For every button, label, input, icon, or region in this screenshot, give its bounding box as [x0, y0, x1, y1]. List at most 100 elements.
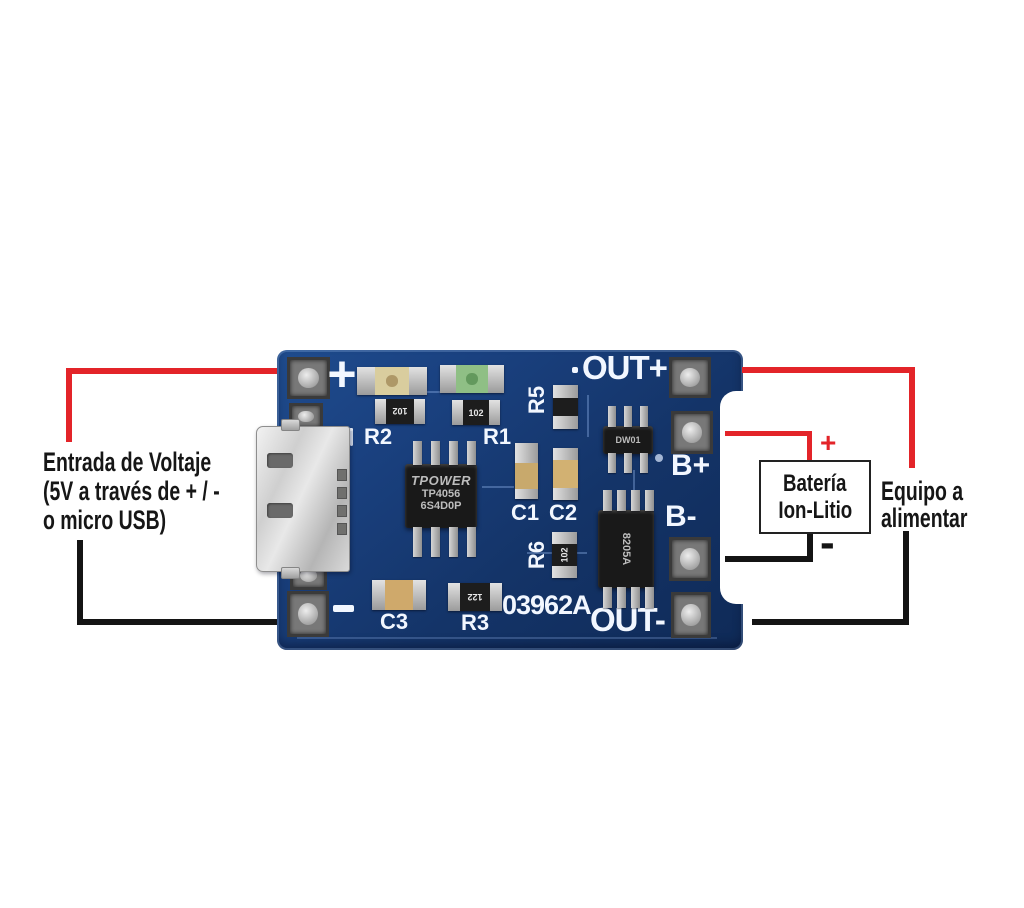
led-die — [466, 373, 478, 385]
resistor-body — [553, 398, 578, 416]
resistor-end — [452, 400, 463, 425]
usb-mount-tab — [281, 567, 300, 579]
silk-minus — [333, 605, 354, 612]
led-terminal — [488, 365, 504, 393]
capacitor-end — [515, 443, 538, 463]
input-label-line2: (5V a través de + / - — [43, 476, 220, 506]
resistor-body: 122 — [460, 583, 490, 611]
silk-c3: C3 — [380, 609, 409, 634]
silk-r2: R2 — [364, 424, 393, 449]
resistor-code: 122 — [467, 592, 483, 602]
resistor-body: 102 — [386, 399, 414, 424]
pad-hole — [681, 603, 701, 627]
usb-mount-tab — [281, 419, 300, 431]
pad-out-positive — [669, 357, 711, 398]
capacitor-end — [372, 580, 385, 610]
battery-negative-wire-v — [807, 532, 813, 561]
resistor-code: 102 — [392, 406, 408, 417]
resistor-r2: 102 — [375, 399, 425, 424]
pad-battery-positive — [671, 411, 713, 454]
full-led — [440, 365, 504, 393]
silk-r5-wrap: R5 — [517, 380, 557, 420]
load-label-line2: alimentar — [881, 503, 968, 533]
ic-pin — [608, 406, 616, 427]
ic-pin — [608, 453, 616, 473]
silk-c1: C1 — [511, 500, 540, 525]
ic-pin — [645, 587, 654, 608]
pad-hole — [679, 367, 701, 388]
silk-r5: R5 — [524, 385, 550, 415]
pad-hole — [297, 602, 319, 626]
ic-pin — [603, 587, 612, 608]
resistor-end — [490, 583, 502, 611]
resistor-end — [553, 416, 578, 429]
usb-contact — [337, 523, 347, 535]
input-positive-wire-v — [66, 368, 72, 442]
resistor-code: 102 — [559, 547, 570, 563]
out-negative-wire-v — [903, 531, 909, 625]
board-edge-notch — [720, 391, 752, 604]
ic-pin — [624, 453, 632, 473]
tp4056-ic: TPOWER TP4056 6S4D0P — [405, 441, 477, 557]
silk-dot — [572, 367, 578, 373]
load-label-line1: Equipo a — [881, 476, 964, 506]
resistor-r6: 102 — [552, 532, 577, 578]
capacitor-end — [553, 488, 578, 500]
led-body-amber — [375, 367, 409, 395]
battery-negative-wire-h — [725, 556, 813, 562]
silk-mark — [350, 428, 353, 446]
resistor-end — [375, 399, 386, 424]
led-terminal — [440, 365, 456, 393]
ic-pin — [413, 441, 422, 465]
led-body-green — [456, 365, 488, 393]
capacitor-end — [413, 580, 426, 610]
battery-negative-sign: - — [820, 518, 835, 567]
capacitor-c1 — [515, 443, 538, 499]
ic-pin — [449, 441, 458, 465]
input-negative-wire-v — [77, 540, 83, 625]
resistor-r1: 102 — [452, 400, 500, 425]
ic-part-text: TP4056 — [421, 488, 461, 500]
battery-positive-sign: + — [820, 427, 837, 458]
charge-led — [357, 367, 427, 395]
ic-pin — [645, 490, 654, 511]
pad-hole — [679, 548, 701, 570]
ic-lot-text: 6S4D0P — [420, 500, 462, 512]
pcb-trace — [587, 395, 589, 437]
silk-r1: R1 — [483, 424, 512, 449]
8205a-mosfet-ic: 8205A — [598, 490, 654, 608]
ic-pin — [431, 441, 440, 465]
pcb-trace — [633, 470, 635, 502]
silk-b-minus: B- — [665, 500, 697, 533]
resistor-r5 — [553, 385, 578, 429]
battery-box: Batería Ion-Litio — [759, 460, 871, 534]
resistor-end — [414, 399, 425, 424]
capacitor-c3 — [372, 580, 426, 610]
pcb-board: + OUT+ B+ B- OUT- 03962A R2 R1 R5 C1 C2 … — [277, 348, 743, 650]
usb-contact — [337, 505, 347, 517]
micro-usb-connector — [256, 419, 350, 579]
capacitor-body — [515, 463, 538, 489]
battery-label-line1: Batería — [783, 470, 847, 497]
usb-contact — [337, 469, 347, 481]
ic-part-text: DW01 — [615, 435, 641, 445]
pad-battery-negative — [669, 537, 711, 581]
silk-out-plus: OUT+ — [582, 349, 668, 386]
pcb-trace — [372, 391, 492, 393]
resistor-code: 102 — [468, 407, 484, 418]
ic-pin — [603, 490, 612, 511]
usb-shell-slot — [267, 453, 293, 468]
out-negative-wire-h — [752, 619, 909, 625]
input-negative-wire-h — [77, 619, 277, 625]
capacitor-body — [553, 460, 578, 488]
pcb-trace — [482, 486, 514, 488]
input-positive-wire-h — [66, 368, 277, 374]
pcb-via — [655, 454, 663, 462]
battery-positive-wire-h — [725, 431, 812, 436]
resistor-r3: 122 — [448, 583, 502, 611]
pad-hole — [298, 410, 314, 423]
ic-pin — [617, 490, 626, 511]
capacitor-body — [385, 580, 413, 610]
battery-label-line2: Ion-Litio — [778, 497, 852, 524]
